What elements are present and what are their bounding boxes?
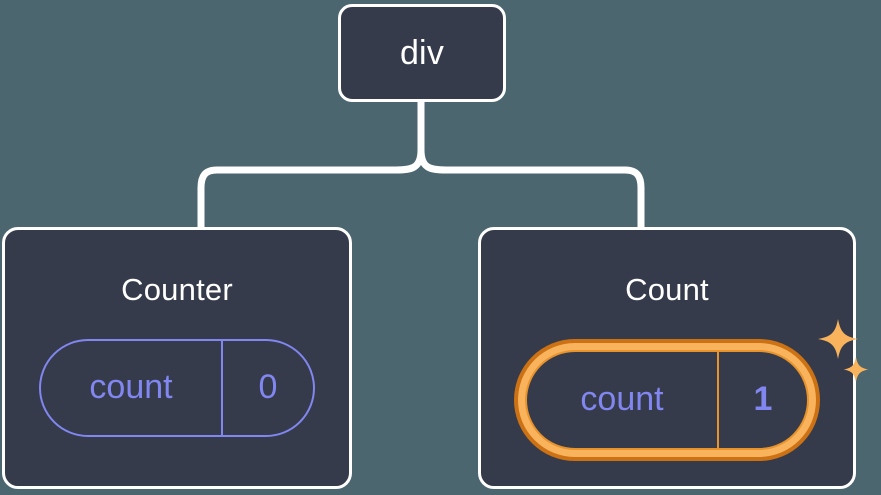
node-root-label: div (399, 34, 445, 72)
node-count[interactable]: Count count 1 (478, 227, 869, 489)
sparkle-small-icon (843, 357, 869, 382)
state-pill-wrapper-count: count 1 (514, 319, 869, 461)
state-key-label: count (580, 380, 664, 418)
state-pill-highlight-ring-outer: count 1 (514, 339, 820, 461)
state-pill-wrapper-counter: count 0 (39, 339, 315, 437)
state-pill-counter[interactable]: count 0 (39, 339, 315, 437)
node-counter-title: Counter (121, 272, 233, 307)
node-count-title: Count (625, 272, 709, 307)
state-key-label: count (89, 368, 173, 406)
state-value-label: 0 (221, 341, 313, 435)
node-root-div[interactable]: div (338, 4, 506, 102)
state-value-label: 1 (717, 352, 807, 448)
sparkles-group (818, 319, 869, 382)
sparkle-large-icon (818, 319, 858, 359)
connector-to-left-child (197, 146, 425, 231)
connector-to-right-child (417, 146, 645, 231)
node-counter[interactable]: Counter count 0 (2, 227, 352, 489)
state-pill-highlight-ring-inner: count 1 (518, 343, 816, 457)
state-pill-count[interactable]: count 1 (525, 350, 809, 450)
